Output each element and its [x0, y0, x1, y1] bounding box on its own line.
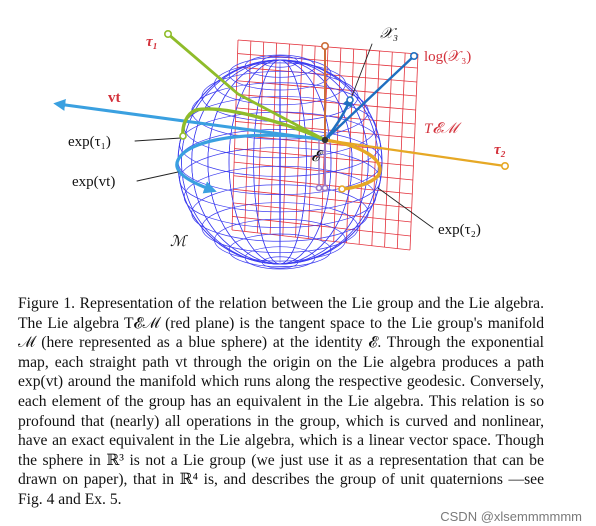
label-vt: vt	[108, 90, 121, 106]
label-x3: 𝒳₃	[380, 26, 398, 42]
tau2-line	[323, 138, 507, 168]
log-x3-line	[323, 54, 416, 142]
label-exp-tau2: exp(τ₂)	[438, 222, 481, 238]
label-log-x3: log(𝒳₃)	[424, 49, 471, 65]
lie-group-figure: τ₁ 𝒳₃ log(𝒳₃) vt exp(τ₁) T𝓔ℳ 𝓔 τ₂ exp(vt…	[53, 26, 509, 270]
manifold-sphere	[177, 54, 383, 270]
paths	[53, 32, 507, 229]
label-tangent-space: T𝓔ℳ	[424, 121, 462, 137]
tau1-line	[166, 32, 327, 142]
endpoints	[164, 29, 509, 193]
watermark: CSDN @xlsemmmmmm	[440, 509, 582, 524]
exp-tau1-path	[181, 107, 327, 142]
label-exp-vt: exp(vt)	[72, 174, 115, 190]
x3-path	[323, 96, 353, 142]
label-tau2: τ₂	[494, 142, 506, 158]
exp-tau2-path	[323, 138, 382, 191]
figure-caption: Figure 1. Representation of the relation…	[18, 294, 544, 510]
label-exp-tau1: exp(τ₁)	[68, 134, 111, 150]
label-tau1: τ₁	[146, 34, 158, 50]
caption-text: Figure 1. Representation of the relation…	[18, 295, 544, 508]
label-manifold: ℳ	[170, 234, 188, 250]
exp-vt-path	[175, 133, 327, 194]
